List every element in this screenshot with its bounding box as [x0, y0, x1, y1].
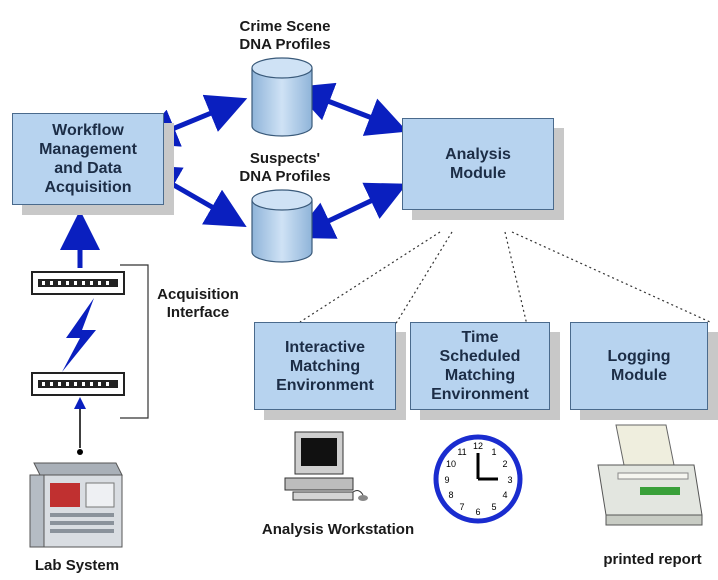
logging-module-label: Logging Module — [607, 348, 671, 384]
lab-instrument-icon — [29, 462, 123, 548]
svg-text:1: 1 — [491, 447, 496, 457]
analysis-module-box: Analysis Module — [402, 118, 554, 210]
lab-system-label: Lab System — [34, 557, 120, 574]
workflow-management-box: Workflow Management and Data Acquisition — [12, 113, 164, 205]
database-icon — [251, 189, 313, 263]
svg-text:6: 6 — [475, 507, 480, 517]
database-icon — [251, 57, 313, 137]
workflow-management-label: Workflow Management and Data Acquisition — [39, 122, 137, 196]
suspects-db-label: Suspects' DNA Profiles — [239, 150, 331, 185]
logging-module-box: Logging Module — [570, 322, 708, 410]
svg-text:7: 7 — [459, 502, 464, 512]
network-device-icon — [31, 372, 125, 396]
svg-text:12: 12 — [473, 441, 483, 451]
time-scheduled-matching-box: Time Scheduled Matching Environment — [410, 322, 550, 410]
acquisition-interface-label: Acquisition Interface — [157, 286, 239, 321]
lightning-link-icon — [62, 298, 96, 372]
interface-bracket — [120, 264, 149, 419]
printer-icon — [597, 424, 703, 526]
interactive-matching-label: Interactive Matching Environment — [276, 338, 374, 394]
svg-text:3: 3 — [507, 475, 512, 485]
svg-text:2: 2 — [502, 459, 507, 469]
analysis-workstation-label: Analysis Workstation — [261, 521, 415, 538]
crime-scene-db-label: Crime Scene DNA Profiles — [239, 18, 331, 53]
svg-text:4: 4 — [502, 490, 507, 500]
svg-text:5: 5 — [491, 502, 496, 512]
svg-text:9: 9 — [444, 475, 449, 485]
computer-workstation-icon — [284, 431, 368, 501]
interactive-matching-box: Interactive Matching Environment — [254, 322, 396, 410]
analysis-module-label: Analysis Module — [445, 146, 511, 182]
svg-text:10: 10 — [446, 459, 456, 469]
time-scheduled-matching-label: Time Scheduled Matching Environment — [431, 329, 529, 403]
dotted-connectors — [299, 231, 711, 326]
blue-arrows — [60, 82, 408, 268]
printed-report-label: printed report — [603, 551, 702, 568]
network-device-icon — [31, 271, 125, 295]
svg-text:11: 11 — [457, 447, 466, 457]
svg-text:8: 8 — [448, 490, 453, 500]
